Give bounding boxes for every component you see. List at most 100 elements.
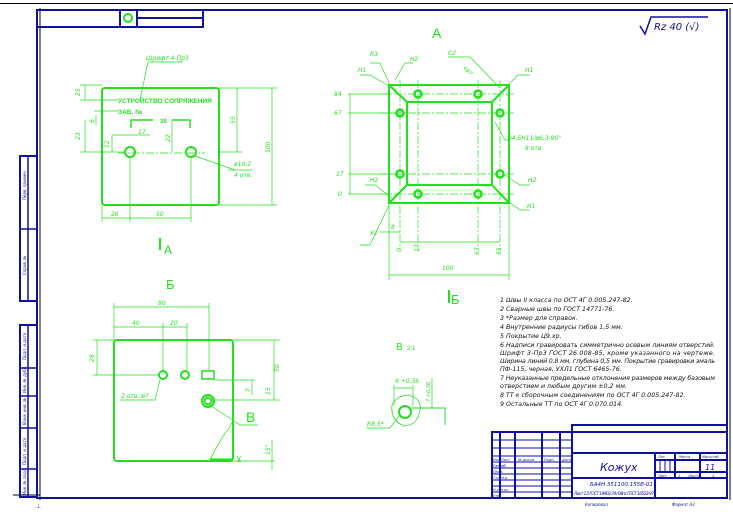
format-label: Формат А3 — [672, 502, 695, 507]
col-header: Масштаб — [702, 455, 719, 459]
sheet-frame: ⊥ — [0, 3, 733, 510]
dim-label: 15° — [265, 444, 272, 455]
dim-label: 17 — [414, 244, 421, 252]
detail-ref: В — [246, 409, 255, 425]
callout: Н2 — [528, 177, 537, 184]
dim-label: 84 — [334, 91, 342, 98]
col-header: Дата — [561, 458, 571, 462]
note: 1 Швы II класса по ОСТ 4Г 0.005.247-82. — [500, 297, 633, 304]
engraving-label: ЗАВ. № — [118, 109, 142, 116]
callout: R3 — [370, 51, 378, 58]
callout: С2 — [448, 50, 456, 57]
note: 5 Покрытие Ц9.хр. — [500, 333, 562, 340]
dim-label: 28 — [89, 354, 96, 362]
engraving-label: УСТРОЙСТВО СОПРЯЖЕНИЯ — [118, 96, 212, 105]
hole-note: ø10,2 — [233, 161, 251, 168]
view-arrow-label: A — [164, 243, 172, 257]
roughness-text: Rz 40 (√) — [654, 22, 699, 33]
dim-label: 20 — [170, 320, 178, 327]
col-header: № докум. — [517, 458, 535, 462]
view-b: Б 80 40 20 28 7 15 50 15° 2 отв. ø7 В ⊻ — [89, 277, 281, 470]
note: Ширина линий 0,8 мм, глубина 0,5 мм. Пок… — [500, 357, 715, 365]
dim-label: 40 — [132, 320, 140, 327]
chamfer-label: 4ф7 — [461, 65, 473, 77]
dim-label: 17 — [138, 129, 146, 136]
callout: Н1 — [527, 203, 535, 210]
dim-label: 67 — [474, 247, 481, 255]
row-label: Утв. — [493, 494, 500, 498]
dim-label: 25 — [75, 88, 82, 96]
dim-label: 7 — [245, 388, 252, 392]
dim-label: 38 — [160, 119, 167, 125]
dim-label: 0 — [396, 248, 403, 252]
hole — [413, 189, 423, 199]
view-a: A R3 Н1 Н2 С2 Н1 Н2 Н2 — [334, 25, 561, 307]
hole-note: ø4,5Н11/ø6,3-90° — [507, 135, 561, 142]
hole-note: 2 отв. ø7 — [121, 393, 149, 400]
stamp-label: Инв. № подл. — [22, 467, 27, 495]
note: 2 Сварные швы по ГОСТ 14771-76. — [500, 306, 614, 313]
note: 3 *Размер для справок. — [500, 315, 578, 322]
note: 9 Остальные ТТ по ОСТ 4Г 0.070.014. — [500, 401, 623, 408]
dim-label: 26 — [111, 211, 119, 218]
weld-label: У2 — [370, 230, 378, 237]
view-title: A — [432, 25, 442, 41]
callout: Н2 — [410, 56, 419, 63]
note: ПФ-115, черная, УХЛ1 ГОСТ 6465-76. — [500, 366, 622, 373]
note: 6 Надписи гравировать симметрично осевым… — [500, 342, 715, 349]
dim-label: 100 — [442, 265, 454, 272]
dim-label: 67 — [334, 110, 342, 117]
note: отверстием и любым другим ±0,2 мм. — [500, 382, 627, 390]
stamp-label: Инв. № дубл. — [22, 366, 27, 393]
copied-label: Копировал — [585, 502, 608, 507]
part-name: Кожух — [600, 461, 638, 474]
col-header: Изм. — [493, 458, 501, 462]
weld-symbol-icon: ⊻ — [236, 455, 242, 464]
detail-v: В 2:1 9 +0,36 7 +0,36 R8,5* — [366, 342, 446, 429]
dim-label: 8 — [391, 224, 395, 231]
callout: Н2 — [370, 177, 379, 184]
view-title: В — [396, 342, 403, 353]
hole — [473, 89, 483, 99]
font-note: Шрифт 4-Пр3 — [146, 55, 189, 62]
dim-label: 23 — [75, 132, 82, 140]
stamp-label: Подп. и дата — [22, 437, 27, 465]
hole — [473, 189, 483, 199]
dim-label: 0 — [338, 191, 342, 198]
dim-label: 55 — [230, 116, 237, 124]
col-header: Подп. — [544, 458, 555, 462]
callout: Н1 — [525, 67, 533, 74]
callout: Н1 — [358, 67, 366, 74]
stamp-label: Подп. и дата — [22, 332, 27, 360]
dim-label: 100 — [265, 141, 272, 153]
dim-label: 15 — [265, 387, 272, 395]
dim-label: 85 — [496, 247, 503, 255]
col-header: Лит. — [657, 455, 666, 459]
note: 4 Внутренние радиусы гибов 1,5 мм. — [500, 323, 623, 331]
view-title: Б — [166, 277, 175, 292]
col-header: Масса — [679, 455, 690, 459]
dim-label: 50 — [156, 211, 164, 218]
scale-label: 2:1 — [407, 346, 416, 352]
note: 8 ТТ к сборочным соединениям по ОСТ 4Г 0… — [500, 391, 686, 399]
col-header: Лист — [500, 458, 511, 462]
dim-label: 17 — [336, 171, 344, 178]
dim-label: 6 — [89, 119, 96, 123]
row-label: Пров. — [493, 470, 503, 474]
dim-label: 12 — [104, 140, 111, 148]
title-block: Изм. Лист № докум. Подп. Дата Разраб. Пр… — [491, 424, 728, 507]
dim-label: 22 — [165, 134, 172, 142]
hole — [185, 146, 197, 158]
stamp-label: Перв. примен. — [22, 170, 27, 200]
row-label: Разраб. — [493, 464, 507, 468]
sheets-num: 1 — [712, 474, 714, 478]
side-stamp-block: Перв. примен. Справ. № Подп. и дата Инв.… — [19, 155, 38, 498]
sheets-label: Листов — [687, 474, 701, 478]
hole-qty: 4 отв. — [234, 172, 252, 179]
sheet-label: Лист — [657, 474, 668, 478]
dim-label: 50 — [274, 364, 281, 372]
hole — [124, 146, 136, 158]
note: 7 Неуказанные предельные отклонения разм… — [500, 374, 715, 382]
view-arrow-label: Б — [451, 292, 460, 307]
